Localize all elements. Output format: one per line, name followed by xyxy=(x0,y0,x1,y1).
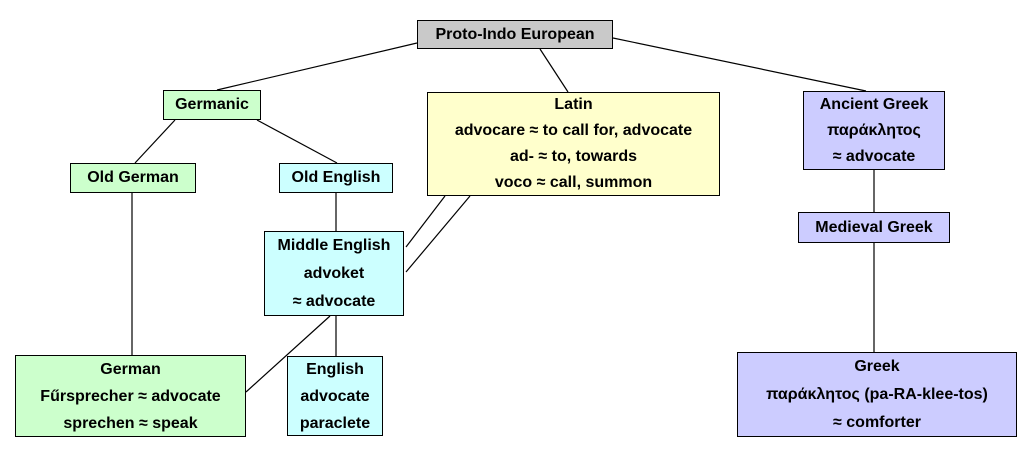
node-detail: advoket xyxy=(303,264,365,282)
node-proto-indo-european: Proto-Indo European xyxy=(417,20,613,49)
node-detail: Fűrsprecher ≈ advocate xyxy=(40,387,221,405)
edge-germanic-old-english xyxy=(256,119,338,164)
edge-pie-germanic xyxy=(216,42,418,91)
node-german: German Fűrsprecher ≈ advocate sprechen ≈… xyxy=(15,355,246,437)
edge-latin-middle-english-lower xyxy=(405,195,471,273)
node-detail: παράκλητος (pa-RA-klee-tos) xyxy=(766,385,988,403)
node-label: Germanic xyxy=(175,96,249,113)
node-ancient-greek: Ancient Greek παράκλητος ≈ advocate xyxy=(803,91,945,170)
node-detail: ≈ comforter xyxy=(833,413,921,431)
node-detail: ≈ advocate xyxy=(292,292,376,310)
node-detail: advocare ≈ to call for, advocate xyxy=(454,122,693,139)
node-label: Old German xyxy=(87,169,179,186)
node-middle-english: Middle English advoket ≈ advocate xyxy=(264,231,404,316)
node-detail: advocate xyxy=(300,387,370,405)
node-title: Greek xyxy=(854,357,900,375)
node-old-english: Old English xyxy=(279,163,393,193)
node-title: Latin xyxy=(554,96,593,113)
edge-germanic-old-german xyxy=(134,119,176,164)
node-title: German xyxy=(100,360,161,378)
node-english: English advocate paraclete xyxy=(287,356,383,436)
node-label: Old English xyxy=(291,169,381,186)
node-medieval-greek: Medieval Greek xyxy=(798,212,950,243)
edge-latin-middle-english-upper xyxy=(405,195,446,248)
node-detail: sprechen ≈ speak xyxy=(63,414,198,432)
node-label: Proto-Indo European xyxy=(435,25,595,43)
node-title: English xyxy=(306,360,364,378)
node-old-german: Old German xyxy=(70,163,196,193)
node-germanic: Germanic xyxy=(163,90,261,120)
node-label: Medieval Greek xyxy=(815,218,933,236)
node-latin: Latin advocare ≈ to call for, advocate a… xyxy=(427,92,720,196)
edge-pie-latin xyxy=(539,48,569,93)
node-detail: ad- ≈ to, towards xyxy=(509,148,637,165)
node-detail: voco ≈ call, summon xyxy=(494,174,653,191)
edge-pie-ancient-greek xyxy=(612,37,867,92)
node-detail: ≈ advocate xyxy=(832,147,916,165)
node-title: Ancient Greek xyxy=(819,95,929,113)
node-greek: Greek παράκλητος (pa-RA-klee-tos) ≈ comf… xyxy=(737,352,1017,437)
node-detail: paraclete xyxy=(299,414,371,432)
node-title: Middle English xyxy=(277,236,391,254)
node-detail: παράκλητος xyxy=(827,121,921,139)
edge-middle-english-german xyxy=(245,315,331,393)
